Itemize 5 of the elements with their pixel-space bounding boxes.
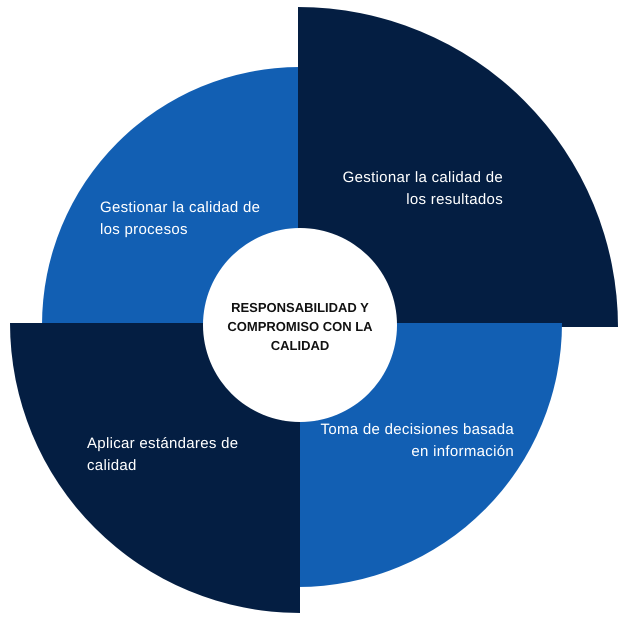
center-title: RESPONSABILIDAD Y COMPROMISO CON LA CALIDAD [226,299,374,355]
segment-label: Gestionar la calidad de los resultados [342,168,503,210]
segment-label: Toma de decisiones basada en información [320,420,514,462]
segment-label: Gestionar la calidad de los procesos [100,198,262,240]
segment-label: Aplicar estándares de calidad [87,434,240,476]
